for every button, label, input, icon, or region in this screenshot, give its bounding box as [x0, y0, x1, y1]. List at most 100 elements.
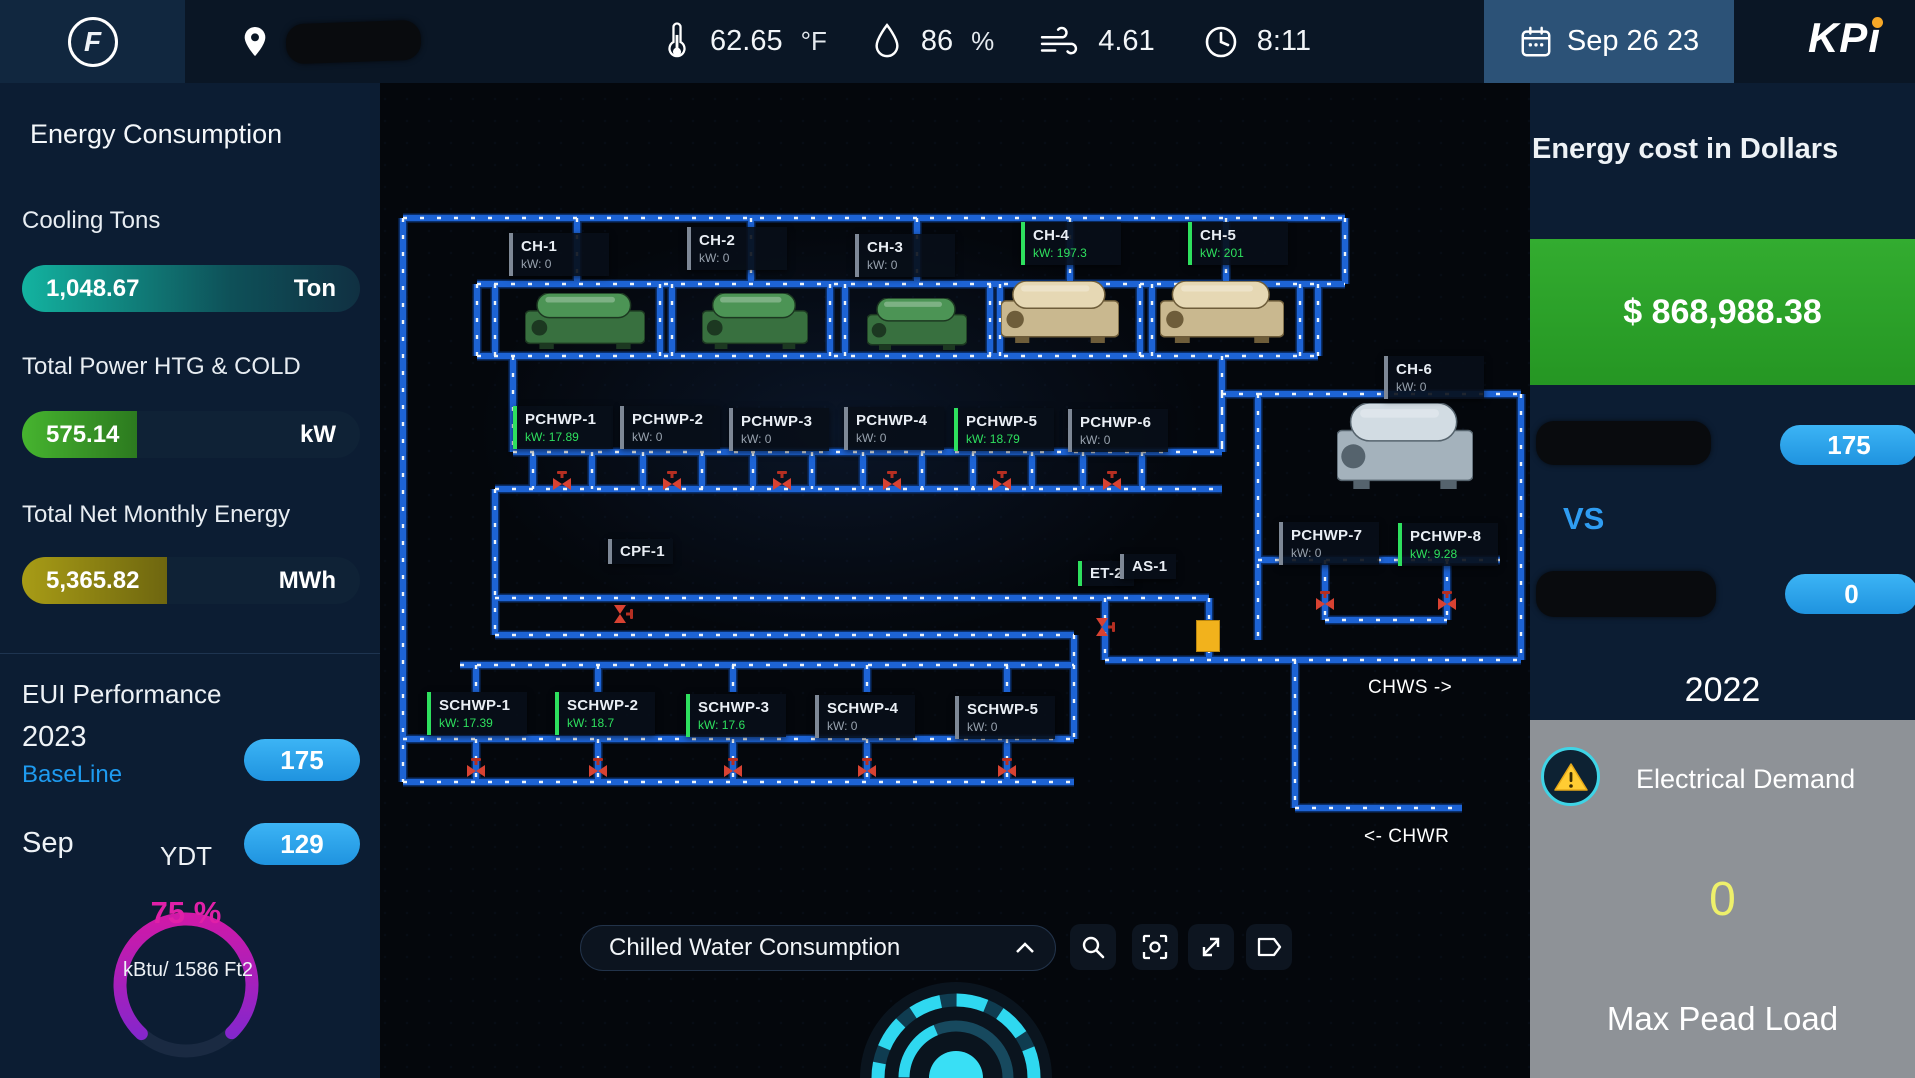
equipment-label-pchwp-4[interactable]: PCHWP-4 kW: 0 [844, 407, 944, 450]
expand-button[interactable] [1188, 924, 1234, 970]
flow-direction-label: CHWS -> [1368, 677, 1453, 698]
chiller-unit-6-image [1336, 402, 1474, 489]
metric-value: 5,365.82 [46, 566, 140, 594]
equipment-name: CH-2 [699, 232, 736, 249]
eui-month-label: Sep [22, 827, 74, 859]
valve-icon [1101, 471, 1123, 491]
valve-icon [991, 471, 1013, 491]
equipment-kw-value: kW: 0 [1291, 546, 1322, 560]
eui-year: 2023 [22, 721, 87, 753]
chiller-unit-5-image [1159, 280, 1285, 343]
equipment-label-as-1[interactable]: AS-1 [1120, 554, 1176, 579]
date-value: Sep 26 23 [1566, 25, 1700, 57]
energy-consumption-panel: Energy Consumption Cooling Tons 1,048.67… [0, 83, 380, 1078]
location-pin-icon [244, 26, 266, 56]
valve-icon [881, 471, 903, 491]
equipment-name: PCHWP-4 [856, 412, 928, 429]
valve-icon [551, 471, 573, 491]
temperature-unit: °F [800, 26, 827, 56]
eui-baseline-label: BaseLine [22, 761, 123, 788]
location-group[interactable] [240, 0, 422, 83]
valve-icon [722, 758, 744, 778]
weather-group: 62.65 °F 86 % 4.61 8:11 [662, 0, 1311, 83]
valve-icon [613, 603, 633, 625]
valve-icon [1095, 616, 1115, 638]
equipment-name: PCHWP-8 [1410, 528, 1482, 545]
metric-label-total-power: Total Power HTG & COLD [22, 353, 301, 380]
electrical-demand-box: Electrical Demand 0 Max Pead Load [1530, 720, 1915, 1078]
focus-icon [1142, 934, 1168, 960]
equipment-name: PCHWP-5 [966, 413, 1038, 430]
energy-cost-title: Energy cost in Dollars [1532, 133, 1839, 165]
humidity-unit: % [971, 26, 995, 56]
metric-unit: MWh [278, 566, 336, 594]
valve-icon [661, 471, 683, 491]
valve-icon [771, 471, 793, 491]
energy-cost-panel: Energy cost in Dollars $ 868,988.38 175 … [1530, 83, 1915, 1078]
metric-pill-net-monthly-energy: 5,365.82 MWh [22, 557, 360, 604]
circular-gauge [860, 982, 1052, 1078]
equipment-name: PCHWP-1 [525, 411, 597, 428]
wind-icon [1041, 26, 1078, 54]
equipment-label-cpf-1[interactable]: CPF-1 [608, 539, 673, 564]
humidity-value: 86 [920, 25, 954, 57]
valve-icon [856, 758, 878, 778]
pill-fill [22, 557, 168, 604]
divider [0, 653, 380, 654]
valve-icon [465, 758, 487, 778]
app-logo[interactable]: F [0, 0, 185, 83]
equipment-name: SCHWP-1 [439, 697, 511, 714]
equipment-name: SCHWP-4 [827, 700, 899, 717]
ytd-gauge [96, 895, 276, 1075]
chiller-unit-4-image [1000, 280, 1120, 343]
equipment-name: PCHWP-3 [741, 413, 813, 430]
chiller-unit-2-image [701, 292, 809, 349]
equipment-kw-value: kW: 17.6 [698, 718, 746, 732]
search-button[interactable] [1070, 924, 1116, 970]
metric-label-cooling-tons: Cooling Tons [22, 207, 161, 234]
equipment-label-pchwp-7[interactable]: PCHWP-7 kW: 0 [1279, 522, 1379, 565]
equipment-name: CH-1 [521, 238, 558, 255]
focus-button[interactable] [1132, 924, 1178, 970]
equipment-name: PCHWP-7 [1291, 527, 1363, 544]
equipment-kw-value: kW: 201 [1200, 246, 1244, 260]
baseline-label-redacted [1536, 421, 1711, 465]
valve-icon [1314, 591, 1336, 611]
electrical-demand-label: Electrical Demand [1636, 764, 1856, 794]
warning-icon [1541, 747, 1600, 806]
equipment-name: CH-4 [1033, 227, 1070, 244]
logo-letter: F [83, 25, 102, 57]
shape-button[interactable] [1246, 924, 1292, 970]
date-selector[interactable]: Sep 26 23 [1484, 0, 1734, 83]
baseline-pill: 175 [1780, 425, 1915, 465]
pill-fill [22, 411, 137, 458]
equipment-name: PCHWP-2 [632, 411, 704, 428]
equipment-kw-value: kW: 0 [856, 431, 887, 445]
panel-title: Energy Consumption [30, 119, 283, 149]
polygon-icon [1257, 937, 1282, 957]
current-pill: 0 [1785, 574, 1915, 614]
valve-icon [587, 758, 609, 778]
chiller-unit-3-image [866, 297, 968, 350]
top-status-bar: F 62.65 °F 86 % 4.61 8:11 [0, 0, 1915, 83]
equipment-kw-value: kW: 0 [967, 720, 998, 734]
chart-selector-dropdown[interactable]: Chilled Water Consumption [580, 925, 1056, 971]
